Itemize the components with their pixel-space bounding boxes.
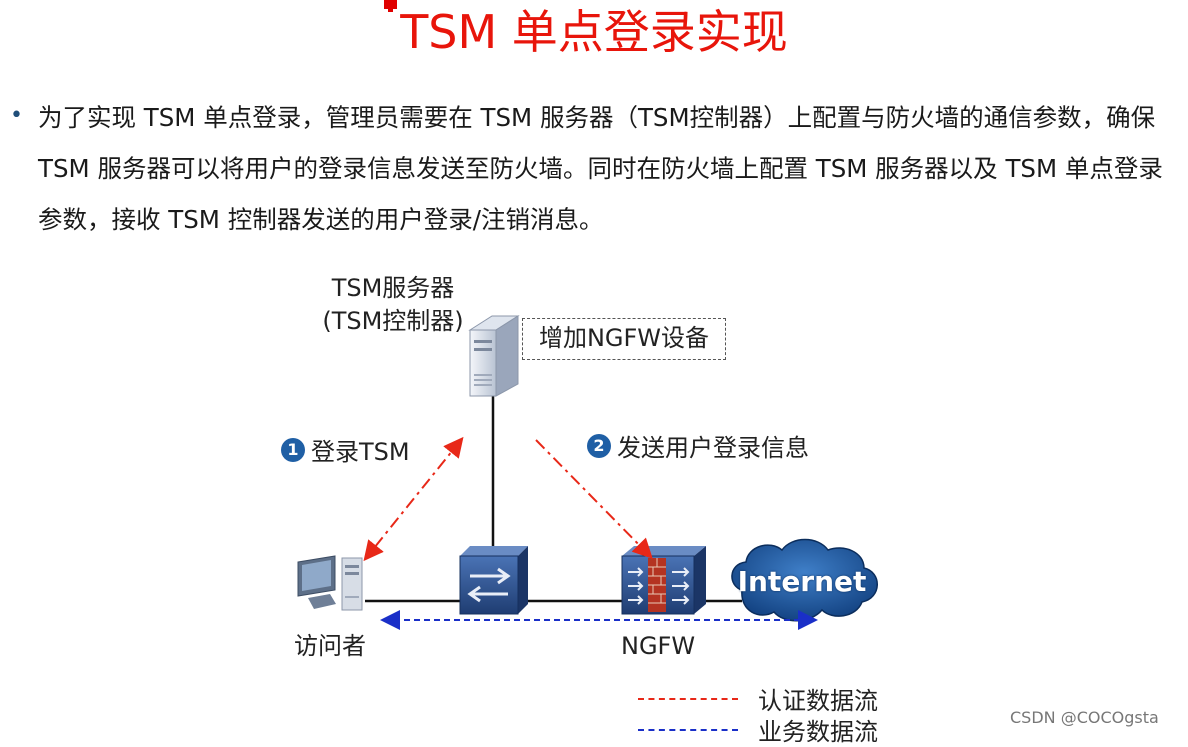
server-label-line1: TSM服务器 bbox=[331, 274, 455, 302]
watermark: CSDN @COCOgsta bbox=[1010, 708, 1159, 727]
auth-flow-arrows bbox=[363, 436, 653, 562]
add-ngfw-callout: 增加NGFW设备 bbox=[522, 318, 726, 360]
server-label-line2: (TSM控制器) bbox=[322, 307, 464, 335]
step-2-send-info: 2 发送用户登录信息 bbox=[587, 428, 809, 463]
page-title: TSM 单点登录实现 bbox=[400, 5, 788, 59]
tsm-server-icon bbox=[468, 315, 520, 397]
legend-auth-label: 认证数据流 bbox=[758, 687, 878, 715]
step-1-badge: 1 bbox=[281, 437, 305, 462]
switch-icon bbox=[459, 546, 528, 615]
legend-business-swatch bbox=[638, 728, 738, 731]
step-2-badge: 2 bbox=[587, 433, 611, 458]
legend-business-flow: 业务数据流 bbox=[638, 712, 878, 747]
ngfw-label: NGFW bbox=[621, 632, 696, 660]
visitor-pc-icon bbox=[297, 555, 363, 611]
ngfw-firewall-icon bbox=[621, 546, 706, 615]
bullet-icon: • bbox=[10, 103, 23, 128]
step-1-label: 登录TSM bbox=[311, 438, 410, 466]
legend-business-label: 业务数据流 bbox=[758, 718, 878, 746]
legend-auth-flow: 认证数据流 bbox=[638, 681, 878, 716]
server-label: TSM服务器 (TSM控制器) bbox=[318, 272, 468, 338]
visitor-label: 访问者 bbox=[294, 632, 366, 660]
title-accent-mark bbox=[384, 0, 397, 12]
legend-auth-swatch bbox=[638, 697, 738, 700]
internet-label: Internet bbox=[737, 565, 867, 598]
step-1-login: 1 登录TSM bbox=[281, 432, 410, 467]
link-lines bbox=[365, 395, 742, 603]
step-2-label: 发送用户登录信息 bbox=[617, 434, 809, 462]
body-paragraph: 为了实现 TSM 单点登录，管理员需要在 TSM 服务器（TSM控制器）上配置与… bbox=[38, 103, 1163, 234]
